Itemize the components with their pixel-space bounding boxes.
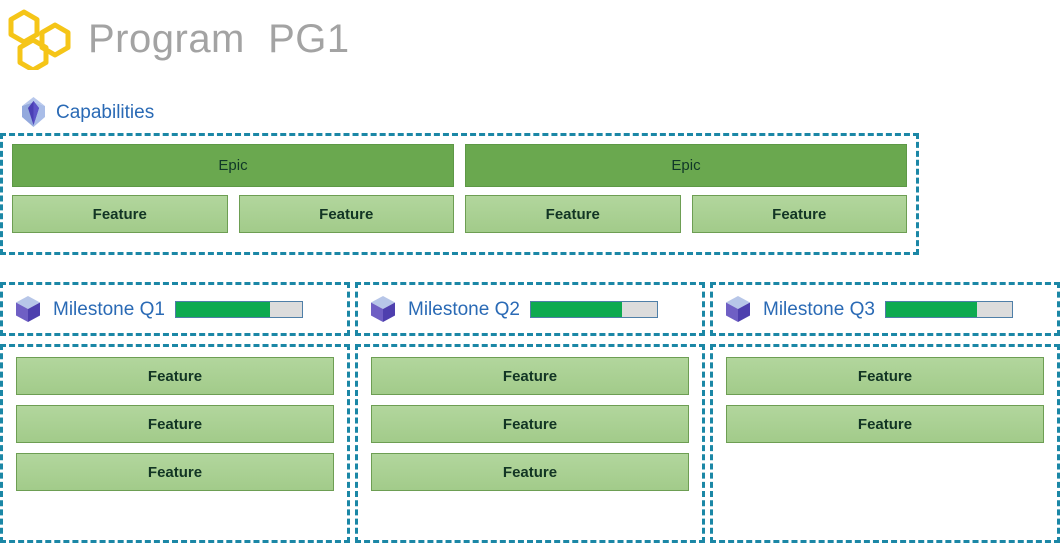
capability-feature-row: Feature Feature Feature Feature: [12, 195, 907, 233]
milestone-name: Milestone Q2: [408, 298, 520, 320]
cube-icon: [13, 294, 43, 324]
milestone-progress-bar: [884, 300, 1013, 318]
feature-card[interactable]: Feature: [726, 405, 1044, 443]
milestone-progress-fill: [530, 301, 622, 317]
capabilities-panel: Epic Epic Feature Feature Feature Featur…: [0, 133, 919, 255]
feature-card[interactable]: Feature: [371, 405, 689, 443]
page-title: Program PG1: [88, 17, 350, 61]
epic-card[interactable]: Epic: [465, 144, 907, 187]
feature-card[interactable]: Feature: [238, 195, 454, 233]
honeycomb-hexagons-icon: [8, 8, 74, 73]
milestone-name: Milestone Q3: [763, 298, 875, 320]
milestone-progress-bar: [529, 300, 658, 318]
milestone-column-q3: Milestone Q3 Feature Feature: [710, 282, 1060, 543]
program-header: Program PG1: [8, 8, 350, 73]
milestone-progress-fill: [885, 301, 977, 317]
milestone-column-q2: Milestone Q2 Feature Feature Feature: [355, 282, 705, 543]
feature-card[interactable]: Feature: [16, 453, 334, 491]
epic-card[interactable]: Epic: [12, 144, 454, 187]
milestone-name: Milestone Q1: [53, 298, 165, 320]
milestone-body-q3: Feature Feature: [710, 344, 1060, 543]
milestone-progress-fill: [175, 301, 271, 317]
milestone-column-q1: Milestone Q1 Feature Feature Feature: [0, 282, 350, 543]
gem-crystal-icon: [20, 97, 47, 127]
milestone-header-q2[interactable]: Milestone Q2: [355, 282, 705, 336]
milestones-region: Milestone Q1 Feature Feature Feature: [0, 282, 1060, 543]
cube-icon: [368, 294, 398, 324]
cube-icon: [723, 294, 753, 324]
feature-card[interactable]: Feature: [16, 357, 334, 395]
feature-card[interactable]: Feature: [371, 357, 689, 395]
milestone-header-q3[interactable]: Milestone Q3: [710, 282, 1060, 336]
feature-card[interactable]: Feature: [465, 195, 681, 233]
feature-card[interactable]: Feature: [12, 195, 228, 233]
feature-card[interactable]: Feature: [726, 357, 1044, 395]
feature-card[interactable]: Feature: [371, 453, 689, 491]
milestone-header-q1[interactable]: Milestone Q1: [0, 282, 350, 336]
milestone-body-q1: Feature Feature Feature: [0, 344, 350, 543]
milestone-progress-bar: [174, 300, 303, 318]
feature-card[interactable]: Feature: [16, 405, 334, 443]
feature-card[interactable]: Feature: [691, 195, 907, 233]
epic-row: Epic Epic: [12, 144, 907, 187]
capabilities-label: Capabilities: [56, 101, 155, 123]
capabilities-label-row: Capabilities: [20, 96, 154, 128]
milestone-body-q2: Feature Feature Feature: [355, 344, 705, 543]
